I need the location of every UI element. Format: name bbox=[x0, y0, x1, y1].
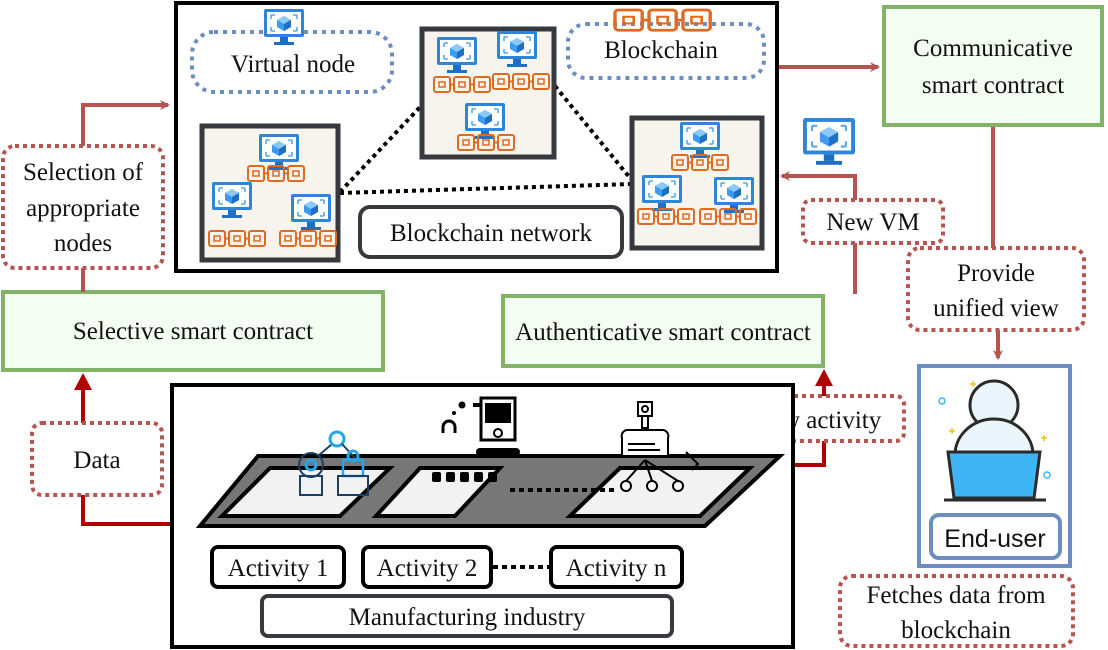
robot-arm-icon bbox=[298, 430, 369, 496]
communicative-contract-line1: Communicative bbox=[913, 35, 1073, 62]
arrow-new-vm-to-cluster bbox=[780, 171, 857, 200]
end-user-label-box bbox=[929, 513, 1062, 560]
virtual-node-legend bbox=[190, 30, 394, 94]
industrial-robot-icon bbox=[620, 401, 700, 492]
user-laptop-icon bbox=[938, 379, 1051, 502]
selection-annotation bbox=[1, 144, 165, 270]
blockchain-label: Blockchain bbox=[604, 37, 718, 64]
provide-line2: unified view bbox=[933, 295, 1059, 322]
activity-n-label: Activity n bbox=[566, 555, 667, 582]
data-annotation bbox=[30, 421, 164, 497]
blockchain-network-box bbox=[358, 205, 624, 259]
line-manufacturing-to-data bbox=[81, 495, 170, 526]
communicative-contract-box[interactable] bbox=[882, 5, 1104, 127]
node-cluster-left bbox=[199, 123, 341, 263]
flow-arrows bbox=[81, 62, 1003, 360]
activity-1-label: Activity 1 bbox=[228, 555, 329, 582]
activity-box[interactable] bbox=[549, 545, 684, 589]
production-line bbox=[195, 454, 786, 528]
assembly-machine-icon bbox=[432, 396, 520, 482]
authenticative-contract-label: Authenticative smart contract bbox=[515, 319, 811, 346]
node-cluster-right bbox=[629, 115, 765, 251]
selection-line3: nodes bbox=[54, 230, 112, 257]
arrow-to-blockchain-panel bbox=[81, 100, 170, 148]
line-manufacturing-to-new-activity bbox=[795, 441, 826, 467]
communicative-contract-line2: smart contract bbox=[922, 72, 1064, 99]
arrowhead-up-icon bbox=[74, 373, 92, 390]
selection-line1: Selection of bbox=[23, 159, 144, 186]
new-vm-annotation bbox=[801, 198, 945, 245]
data-arrows bbox=[81, 382, 826, 526]
blockchain-network-label: Blockchain network bbox=[390, 220, 593, 247]
activity-box[interactable] bbox=[210, 545, 346, 589]
activity-boxes bbox=[210, 545, 684, 589]
fetches-data-annotation bbox=[838, 574, 1075, 648]
manufacturing-industry-box bbox=[260, 594, 674, 638]
new-vm-icon bbox=[801, 116, 857, 166]
fetches-line1: Fetches data from bbox=[866, 582, 1046, 609]
virtual-node-label: Virtual node bbox=[231, 51, 355, 78]
node-cluster-center bbox=[419, 26, 557, 160]
selection-line2: appropriate bbox=[26, 195, 140, 222]
activity-2-label: Activity 2 bbox=[377, 555, 478, 582]
fetches-line2: blockchain bbox=[901, 617, 1011, 644]
selective-contract-box[interactable] bbox=[1, 290, 385, 372]
annotation-boxes bbox=[1, 144, 1086, 648]
provide-line1: Provide bbox=[957, 260, 1035, 287]
end-user-label: End-user bbox=[944, 525, 1045, 553]
new-vm-label: New VM bbox=[826, 209, 919, 236]
authenticative-contract-box[interactable] bbox=[501, 294, 825, 368]
arrowhead-up-icon bbox=[815, 369, 833, 386]
selective-contract-label: Selective smart contract bbox=[73, 318, 313, 345]
manufacturing-industry-label: Manufacturing industry bbox=[349, 604, 586, 631]
provide-view-annotation bbox=[906, 246, 1086, 332]
network-links bbox=[338, 84, 633, 195]
activity-box[interactable] bbox=[361, 545, 493, 589]
data-label: Data bbox=[73, 447, 120, 474]
